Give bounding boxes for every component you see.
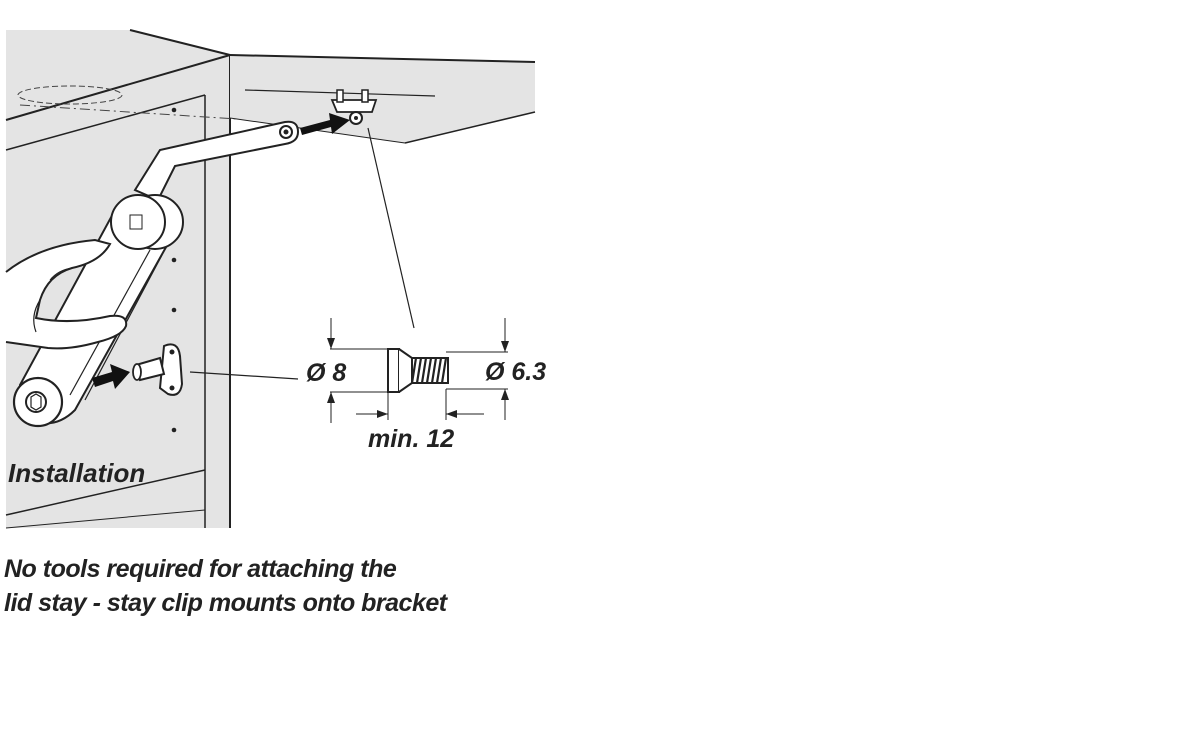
caption-line-1: No tools required for attaching the xyxy=(4,555,397,583)
caption-line-2: lid stay - stay clip mounts onto bracket xyxy=(4,589,447,617)
installation-label: Installation xyxy=(8,458,145,488)
lid-stay-arm xyxy=(12,120,300,428)
screw-drawing xyxy=(327,318,509,423)
leader-line-cabinet xyxy=(189,371,299,380)
arrow-to-cabinet-bracket xyxy=(92,364,130,389)
arrow-to-lid-bracket xyxy=(300,113,350,135)
lid-bracket xyxy=(330,89,378,125)
dimension-label-min-length: min. 12 xyxy=(368,425,454,453)
leader-line-lid xyxy=(367,127,415,329)
dimension-label-head-diameter: Ø 8 xyxy=(306,359,346,387)
hand-illustration xyxy=(5,238,128,350)
figure-caption: No tools required for attaching the lid … xyxy=(4,552,447,620)
cabinet-bracket xyxy=(132,343,184,396)
dimension-label-thread-diameter: Ø 6.3 xyxy=(485,358,546,386)
